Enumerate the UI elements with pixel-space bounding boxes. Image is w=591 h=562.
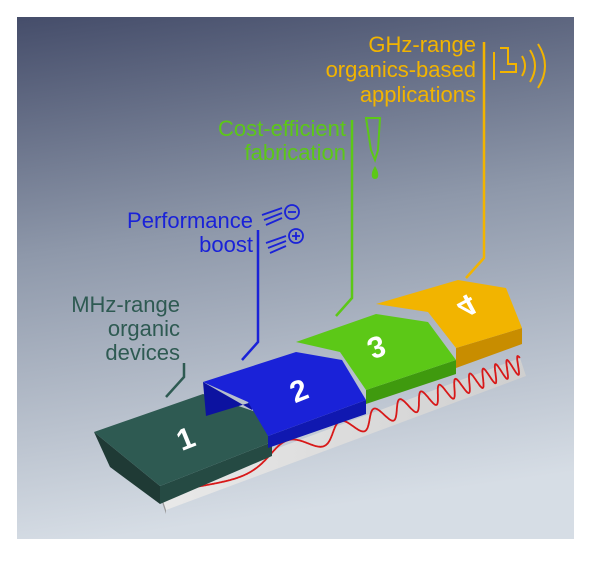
connector-stage1 <box>165 363 186 398</box>
stage-1-label: MHz-range organic devices <box>71 292 180 365</box>
connector-stage4 <box>465 42 486 279</box>
wireless-signal-icon <box>493 43 546 89</box>
svg-text:fabrication: fabrication <box>244 140 346 165</box>
svg-text:organic: organic <box>108 316 180 341</box>
step-3-block: 3 <box>296 314 456 404</box>
step-2-block: 2 <box>203 352 366 448</box>
connector-stage2 <box>241 230 260 361</box>
svg-text:applications: applications <box>360 82 476 107</box>
electron-hole-icon <box>261 204 304 254</box>
stage-2-label: Performance boost <box>127 208 253 257</box>
ink-drop-nozzle-icon <box>364 117 382 180</box>
connector-stage3 <box>335 120 354 317</box>
svg-text:MHz-range: MHz-range <box>71 292 180 317</box>
svg-text:organics-based: organics-based <box>326 57 476 82</box>
svg-text:Performance: Performance <box>127 208 253 233</box>
svg-text:Cost-efficient: Cost-efficient <box>218 116 346 141</box>
step-4-block: 4 <box>376 280 522 368</box>
step-1-block: 1 <box>94 394 272 504</box>
svg-text:boost: boost <box>199 232 253 257</box>
stage-4-label: GHz-range organics-based applications <box>326 32 476 107</box>
signal-wave <box>177 354 521 491</box>
svg-text:devices: devices <box>105 340 180 365</box>
svg-text:GHz-range: GHz-range <box>368 32 476 57</box>
stage-3-label: Cost-efficient fabrication <box>218 116 346 165</box>
